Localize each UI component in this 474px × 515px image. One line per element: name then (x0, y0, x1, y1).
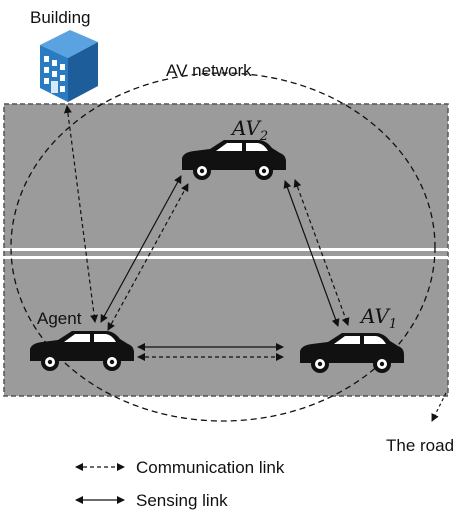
comm-link-av2-av1 (293, 179, 350, 326)
the-road-label: The road (386, 436, 454, 455)
building-icon (40, 30, 98, 102)
legend-communication-label: Communication link (136, 458, 285, 477)
av1-label: AV1 (359, 304, 397, 332)
agent-label: Agent (37, 309, 82, 328)
av2-label: AV2 (230, 116, 268, 144)
road-pointer (431, 392, 447, 422)
comm-link-building-agent (63, 105, 99, 323)
building-label: Building (30, 8, 91, 27)
legend-sensing-label: Sensing link (136, 491, 228, 510)
lane-divider (4, 248, 448, 259)
av-network-boundary (10, 72, 436, 422)
av-network-label: AV network (166, 61, 252, 80)
legend: Communication link Sensing link (75, 458, 285, 510)
